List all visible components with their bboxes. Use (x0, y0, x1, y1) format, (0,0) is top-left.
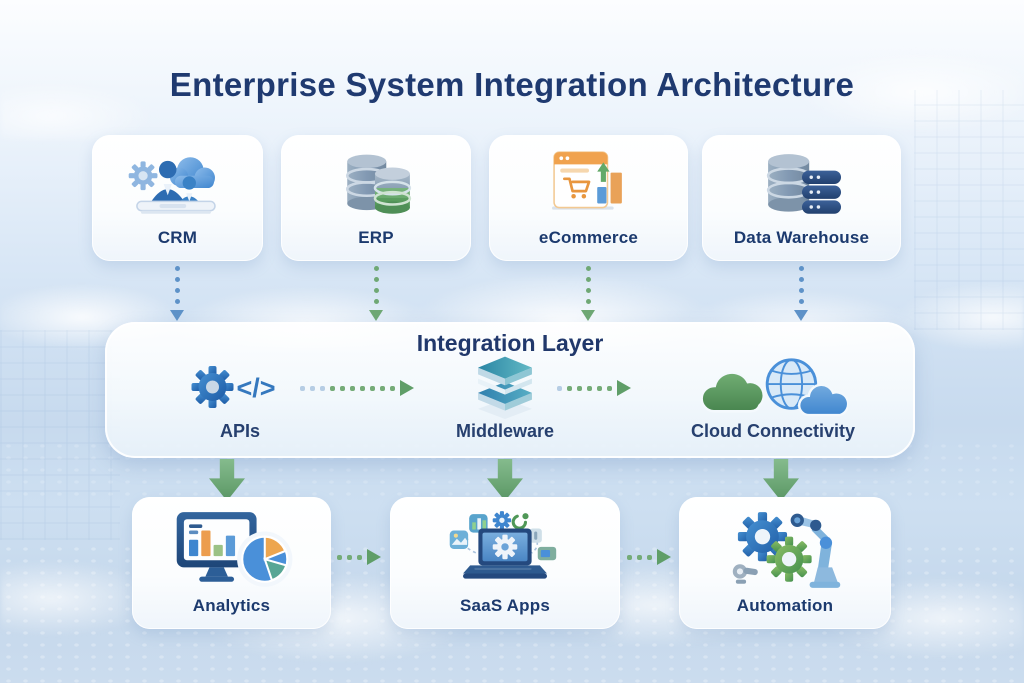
card-label: CRM (157, 228, 198, 247)
monitor-charts-pie-icon (132, 505, 331, 597)
erp-database-cylinders-icon (281, 143, 471, 229)
dotted-arrow-analytics-to-saas (337, 549, 381, 565)
svg-text:</>: </> (237, 373, 276, 403)
arrow-integration-to-analytics (209, 459, 245, 501)
card-automation: Automation (679, 497, 891, 629)
dotted-arrow-apis-to-middleware (300, 380, 414, 396)
connector-crm-to-integration (170, 266, 184, 321)
clouds-globe-icon (698, 354, 848, 420)
dotted-arrow-saas-to-automation (627, 549, 671, 565)
card-erp: ERP (281, 135, 471, 261)
card-analytics: Analytics (132, 497, 331, 629)
integration-item-label: APIs (219, 421, 261, 441)
card-label: Data Warehouse (733, 228, 870, 247)
connector-warehouse-to-integration (794, 266, 808, 321)
integration-item-label: Cloud Connectivity (690, 421, 855, 441)
stacked-layers-icon (462, 354, 548, 420)
card-label: Analytics (192, 596, 271, 615)
card-crm: CRM (92, 135, 263, 261)
crm-people-cloud-icon (92, 143, 263, 229)
card-label: eCommerce (538, 228, 639, 247)
connector-ecommerce-to-integration (581, 266, 595, 321)
integration-item-middleware: Middleware (410, 354, 600, 442)
gears-robot-arm-icon (679, 505, 891, 597)
circuit-texture (914, 90, 1024, 330)
card-label: ERP (358, 228, 394, 247)
circuit-texture (0, 330, 120, 540)
integration-layer-title: Integration Layer (416, 330, 604, 356)
integration-item-cloud-connectivity: Cloud Connectivity (653, 354, 893, 442)
arrow-integration-to-saas (487, 459, 523, 501)
card-saas-apps: SaaS Apps (390, 497, 620, 629)
integration-item-apis: </> APIs (145, 354, 335, 442)
dotted-arrow-middleware-to-cloud (557, 380, 631, 396)
card-label: SaaS Apps (460, 596, 550, 615)
data-warehouse-servers-icon (702, 143, 901, 229)
ecommerce-cart-browser-icon (489, 143, 688, 229)
gear-code-icon: </> (181, 354, 299, 420)
card-ecommerce: eCommerce (489, 135, 688, 261)
arrow-integration-to-automation (763, 459, 799, 501)
card-data-warehouse: Data Warehouse (702, 135, 901, 261)
integration-item-label: Middleware (455, 421, 555, 441)
integration-layer-panel: Integration Layer (105, 322, 915, 458)
laptop-app-tiles-icon (390, 505, 620, 597)
page-title: Enterprise System Integration Architectu… (169, 66, 855, 103)
card-label: Automation (736, 596, 834, 615)
connector-erp-to-integration (369, 266, 383, 321)
